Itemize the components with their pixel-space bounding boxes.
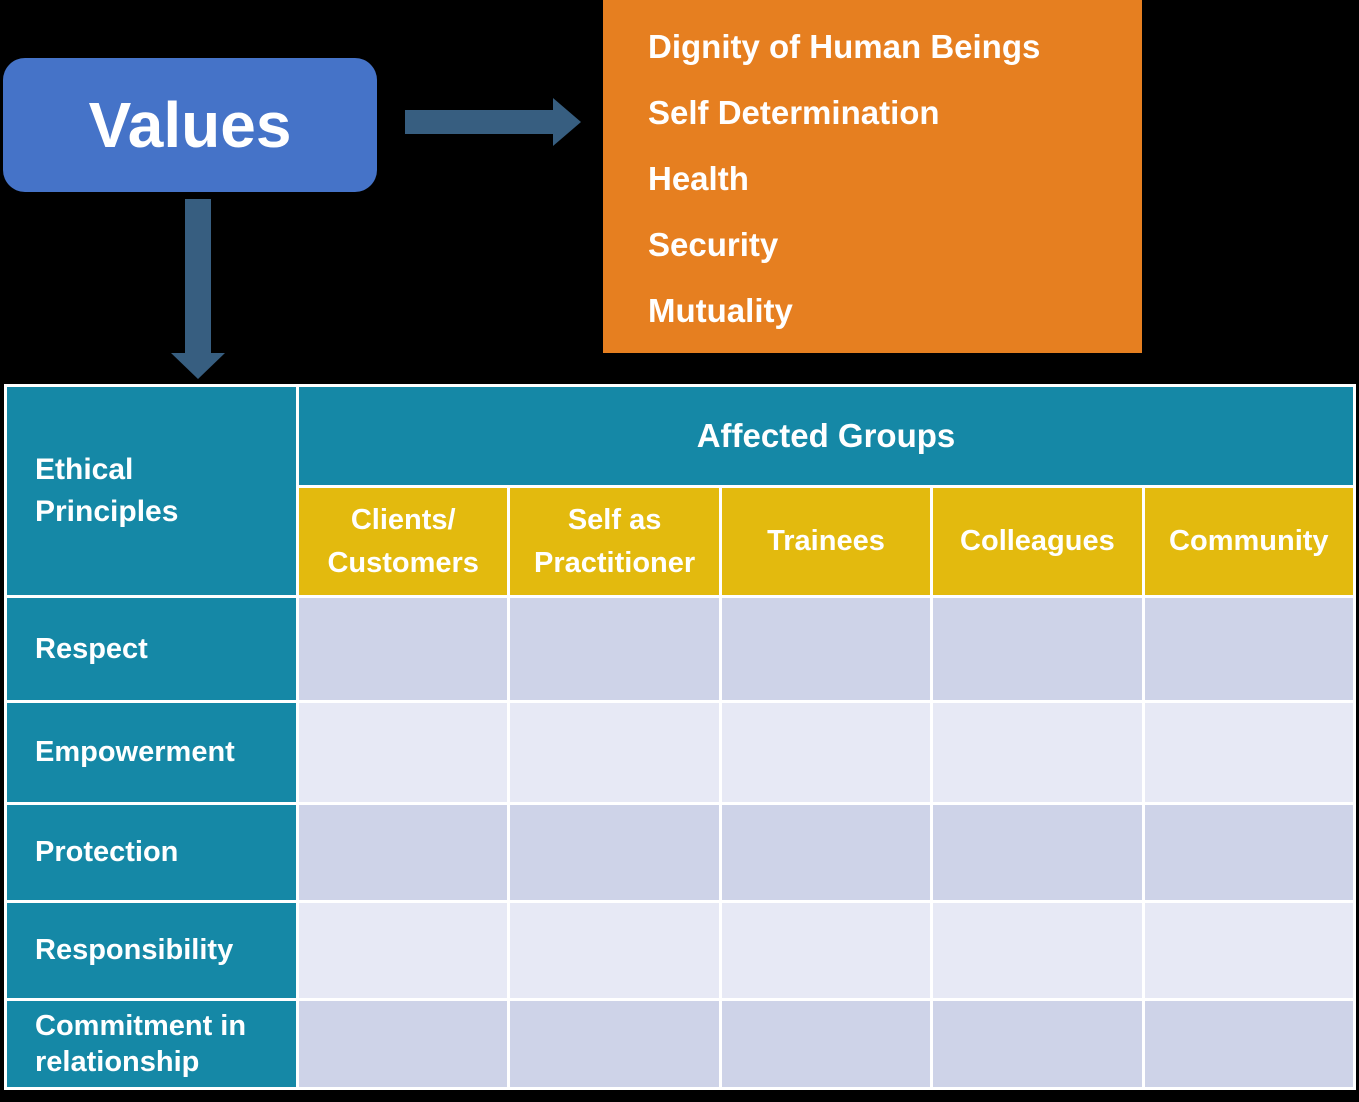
row-label-commitment-in-relationship: Commitment in relationship <box>7 1001 296 1087</box>
table-cell <box>299 598 508 700</box>
row-label-protection: Protection <box>7 805 296 900</box>
row-label-respect: Respect <box>7 598 296 700</box>
table-cell <box>510 598 719 700</box>
table-cell <box>510 903 719 998</box>
arrow-right-icon <box>405 110 553 134</box>
table-cell <box>510 805 719 900</box>
value-item-security: Security <box>648 226 779 263</box>
table-cell <box>933 703 1142 802</box>
table-cell <box>721 1001 931 1087</box>
table-cell <box>1144 805 1353 900</box>
corner-header-ethical-principles: Ethical Principles <box>7 387 296 595</box>
table-cell <box>721 598 931 700</box>
table-cell <box>299 703 508 802</box>
arrow-down-head-icon <box>171 353 225 379</box>
table-cell <box>721 903 931 998</box>
column-header-community: Community <box>1144 488 1353 595</box>
table-cell <box>299 1001 508 1087</box>
arrow-right-head-icon <box>553 98 581 146</box>
values-label: Values <box>88 89 292 161</box>
ethics-table: Ethical Principles Affected Groups Clien… <box>4 384 1356 1090</box>
table-cell <box>1144 1001 1353 1087</box>
table-cell <box>510 1001 719 1087</box>
value-item-dignity: Dignity of Human Beings <box>648 28 1041 65</box>
table-cell <box>1144 598 1353 700</box>
table-cell <box>721 703 931 802</box>
arrow-down-icon <box>185 199 211 353</box>
table-cell <box>933 598 1142 700</box>
table-cell <box>721 805 931 900</box>
table-cell <box>933 805 1142 900</box>
row-label-responsibility: Responsibility <box>7 903 296 998</box>
value-item-mutuality: Mutuality <box>648 292 793 329</box>
table-cell <box>1144 903 1353 998</box>
values-list-box: Dignity of Human Beings Self Determinati… <box>603 0 1142 353</box>
table-cell <box>1144 703 1353 802</box>
table-cell <box>299 805 508 900</box>
column-header-trainees: Trainees <box>721 488 931 595</box>
table-cell <box>510 703 719 802</box>
value-item-health: Health <box>648 160 749 197</box>
value-item-self-determination: Self Determination <box>648 94 940 131</box>
values-box: Values <box>3 58 377 192</box>
column-header-colleagues: Colleagues <box>933 488 1142 595</box>
row-label-empowerment: Empowerment <box>7 703 296 802</box>
column-header-clients-customers: Clients/ Customers <box>299 488 508 595</box>
group-header-affected-groups: Affected Groups <box>299 387 1353 485</box>
table-cell <box>933 903 1142 998</box>
column-header-self-as-practitioner: Self as Practitioner <box>510 488 719 595</box>
table-cell <box>299 903 508 998</box>
table-cell <box>933 1001 1142 1087</box>
